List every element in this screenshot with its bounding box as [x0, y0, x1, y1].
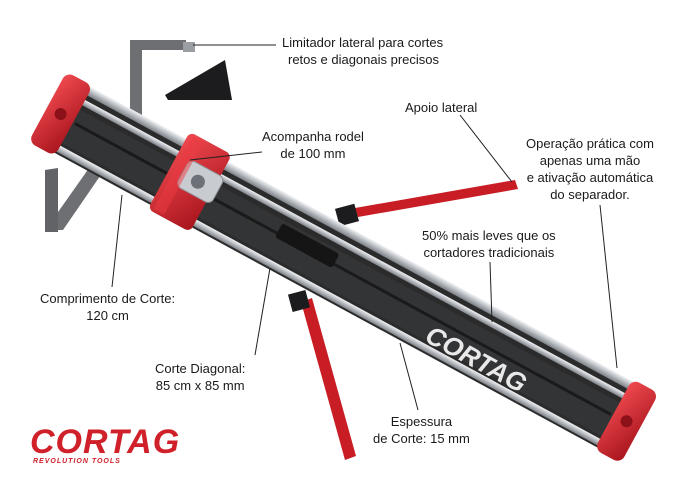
leader-lines: [111, 44, 618, 411]
cutter-body: CORTAG: [31, 74, 656, 461]
callout-line: Operação prática com: [526, 136, 654, 151]
callout-line: 120 cm: [86, 308, 129, 323]
callout-diagonal-cut: Corte Diagonal: 85 cm x 85 mm: [155, 360, 245, 394]
callout-lateral-support: Apoio lateral: [405, 99, 477, 116]
callout-lighter: 50% mais leves que os cortadores tradici…: [422, 227, 556, 261]
callout-one-hand-operation: Operação prática com apenas uma mão e at…: [526, 135, 654, 203]
callout-line: 85 cm x 85 mm: [155, 378, 245, 393]
callout-cut-thickness: Espessura de Corte: 15 mm: [373, 413, 470, 447]
callout-line: e ativação automática: [526, 170, 654, 185]
callout-line: do separador.: [550, 187, 630, 202]
callout-line: Limitador lateral para cortes: [282, 35, 444, 50]
callout-line: Apoio lateral: [405, 100, 478, 115]
callout-line: Comprimento de Corte:: [40, 291, 176, 306]
callout-line: Acompanha rodel: [262, 129, 364, 144]
callout-line: 50% mais leves que os: [422, 228, 556, 243]
callout-line: de Corte: 15 mm: [373, 431, 470, 446]
lateral-support-arm-bottom: [287, 289, 356, 460]
callout-line: apenas uma mão: [539, 153, 641, 168]
callout-cut-length: Comprimento de Corte: 120 cm: [40, 290, 175, 324]
callout-cutting-wheel: Acompanha rodel de 100 mm: [262, 128, 364, 162]
logo-wordmark: CORTAG: [30, 423, 181, 461]
cortag-logo: CORTAG REVOLUTION TOOLS: [30, 423, 181, 475]
callout-lateral-limiter: Limitador lateral para cortes retos e di…: [282, 34, 443, 68]
callout-line: cortadores tradicionais: [423, 245, 555, 260]
logo-tagline: REVOLUTION TOOLS: [33, 458, 121, 465]
lateral-support-arm-top: [335, 180, 518, 227]
callout-line: de 100 mm: [280, 146, 346, 161]
callout-line: Corte Diagonal:: [155, 361, 246, 376]
callout-line: Espessura: [390, 414, 453, 429]
callout-line: retos e diagonais precisos: [288, 52, 440, 67]
